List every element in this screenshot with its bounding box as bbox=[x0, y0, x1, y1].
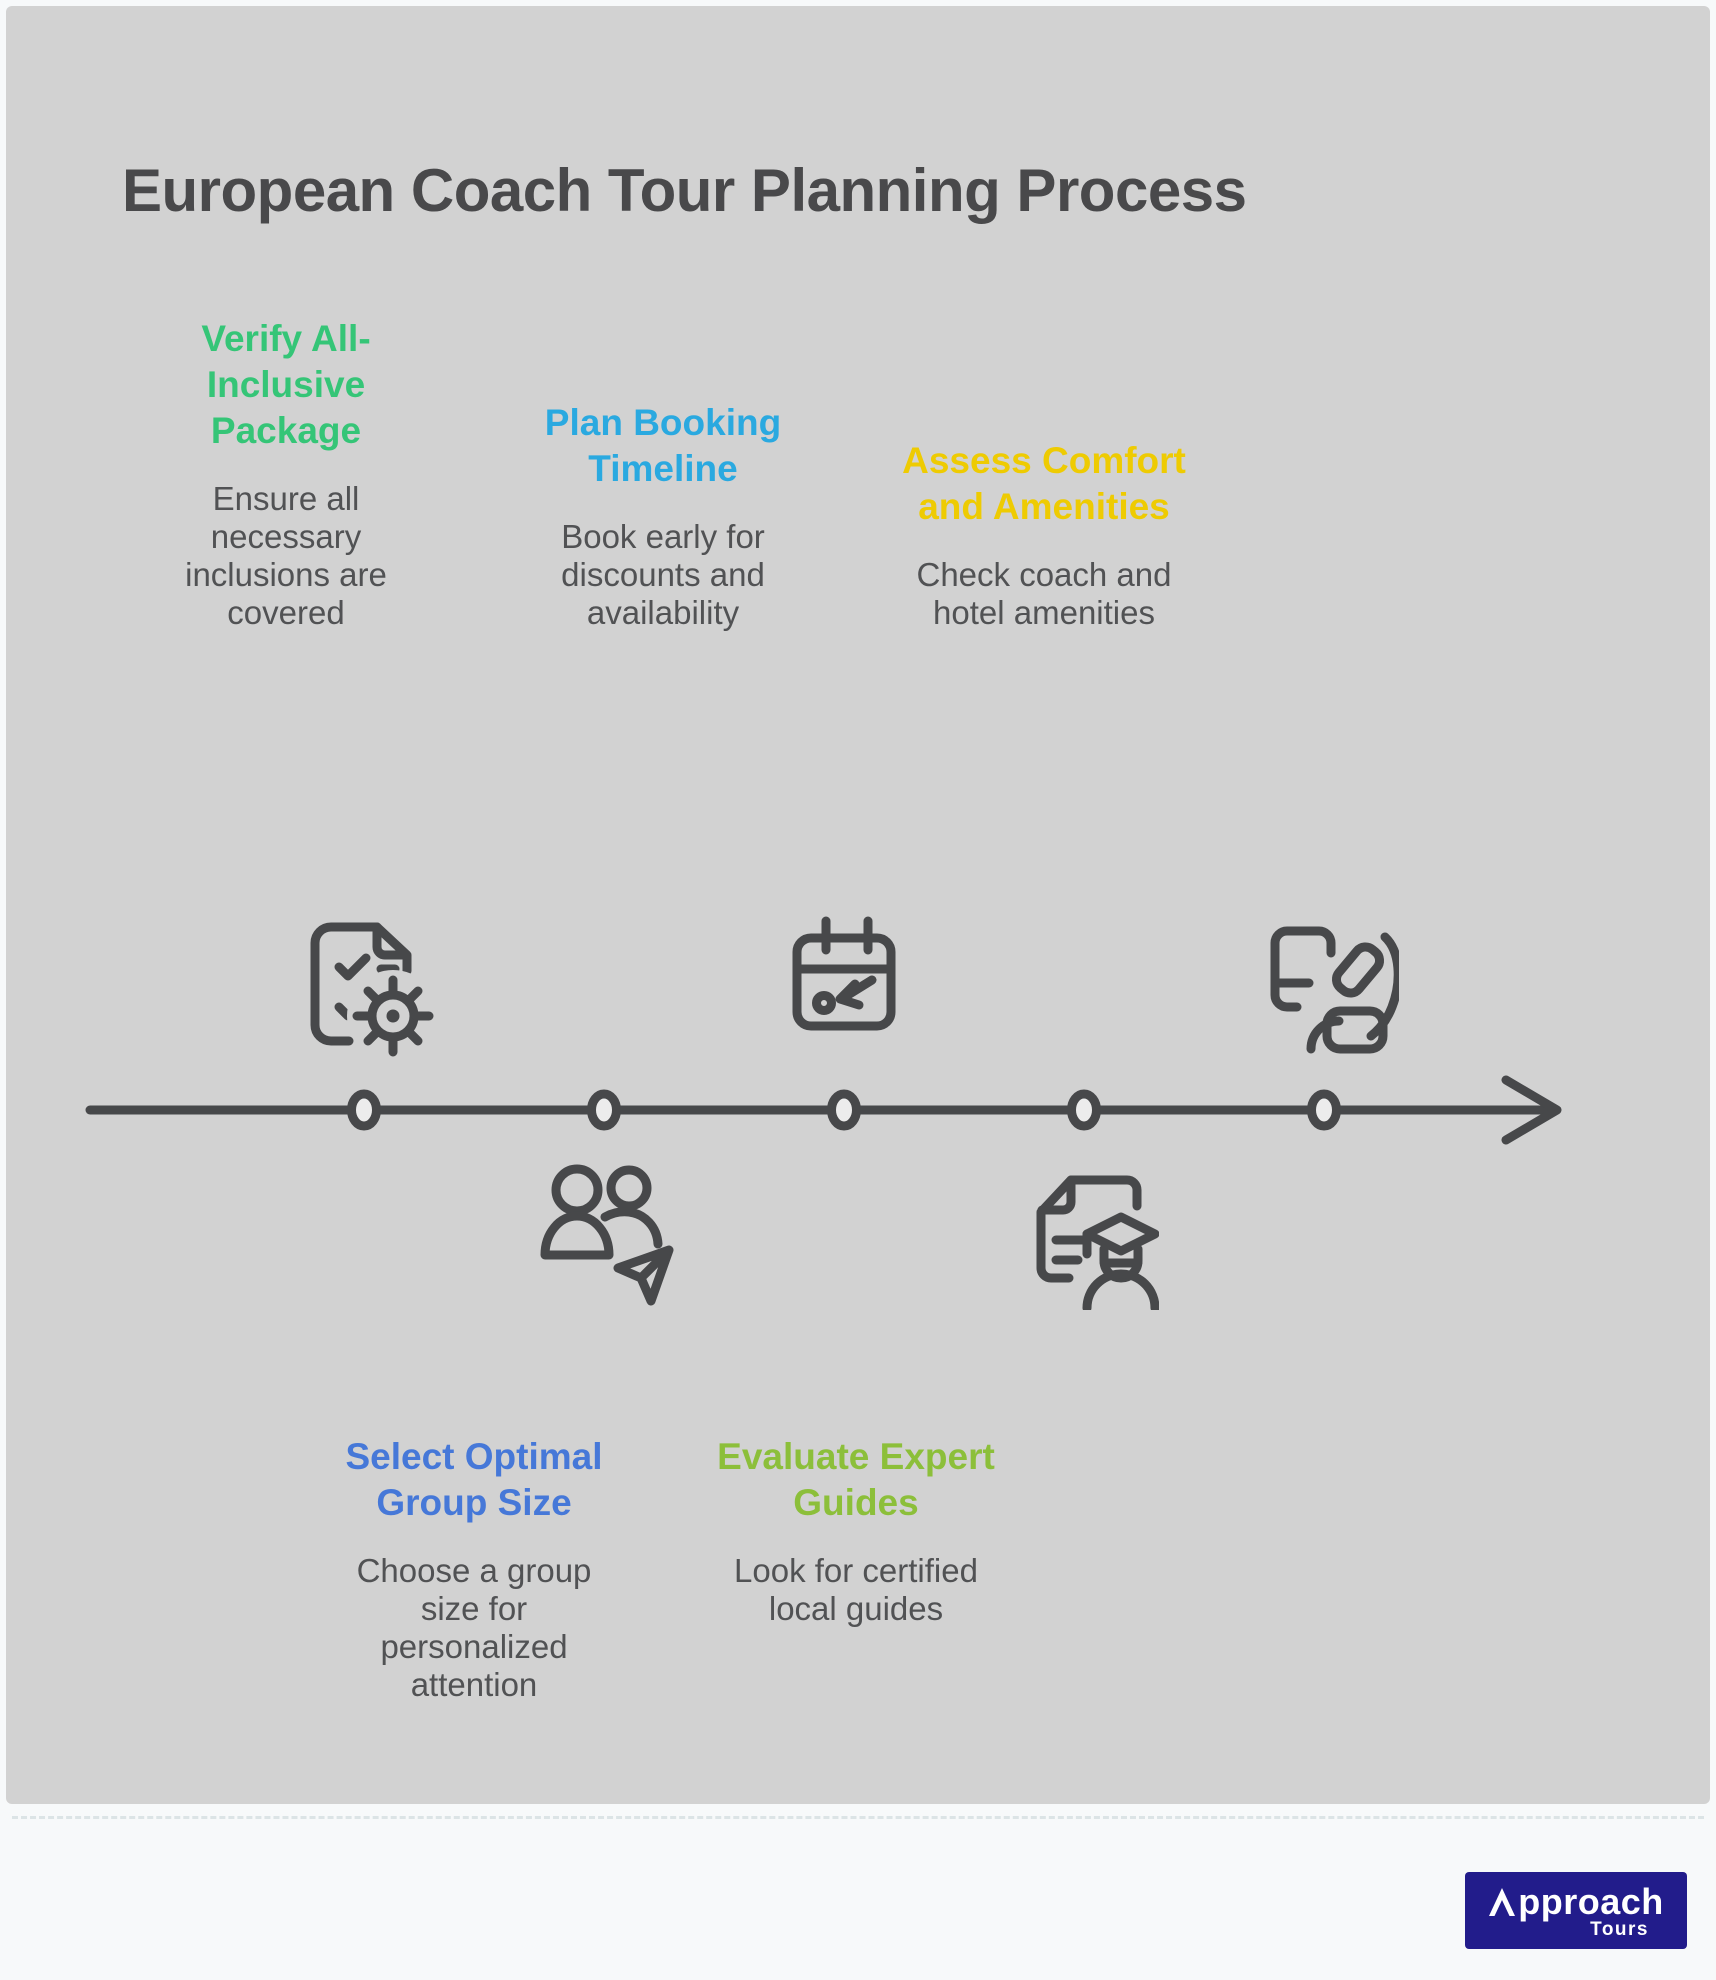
step-4-description: Look for certified local guides bbox=[734, 1552, 978, 1627]
checklist-gear-icon bbox=[289, 912, 439, 1062]
step-2-text: Select Optimal Group Size Choose a group… bbox=[314, 1434, 634, 1704]
certified-guide-icon bbox=[1009, 1160, 1159, 1310]
approach-tours-logo: pproach Tours bbox=[1465, 1872, 1687, 1949]
page-title: European Coach Tour Planning Process bbox=[122, 157, 1247, 224]
step-2-description: Choose a group size for personalized att… bbox=[356, 1552, 592, 1703]
footer-strip bbox=[0, 1804, 1716, 1980]
step-5-text: Assess Comfort and Amenities Check coach… bbox=[884, 438, 1204, 632]
step-3-text: Plan Booking Timeline Book early for dis… bbox=[503, 400, 823, 632]
logo-brand-text: pproach bbox=[1518, 1880, 1664, 1922]
seat-amenities-icon bbox=[1249, 909, 1399, 1059]
step-1-heading: Verify All- Inclusive Package bbox=[201, 318, 371, 451]
step-3-heading: Plan Booking Timeline bbox=[544, 402, 782, 489]
infographic-card bbox=[6, 6, 1710, 1804]
booking-calendar-icon bbox=[769, 906, 919, 1056]
step-1-text: Verify All- Inclusive Package Ensure all… bbox=[126, 316, 446, 632]
step-2-heading: Select Optimal Group Size bbox=[345, 1436, 603, 1523]
step-1-description: Ensure all necessary inclusions are cove… bbox=[185, 480, 387, 631]
perforation-divider bbox=[12, 1816, 1704, 1819]
logo-sub-text: Tours bbox=[1590, 1918, 1649, 1940]
step-5-description: Check coach and hotel amenities bbox=[916, 556, 1172, 631]
step-5-heading: Assess Comfort and Amenities bbox=[902, 440, 1186, 527]
timeline-arrow bbox=[85, 1075, 1562, 1145]
step-3-description: Book early for discounts and availabilit… bbox=[561, 518, 765, 631]
logo-a-mark bbox=[1489, 1887, 1516, 1916]
step-4-text: Evaluate Expert Guides Look for certifie… bbox=[696, 1434, 1016, 1628]
travel-group-icon bbox=[529, 1157, 679, 1307]
step-4-heading: Evaluate Expert Guides bbox=[717, 1436, 995, 1523]
